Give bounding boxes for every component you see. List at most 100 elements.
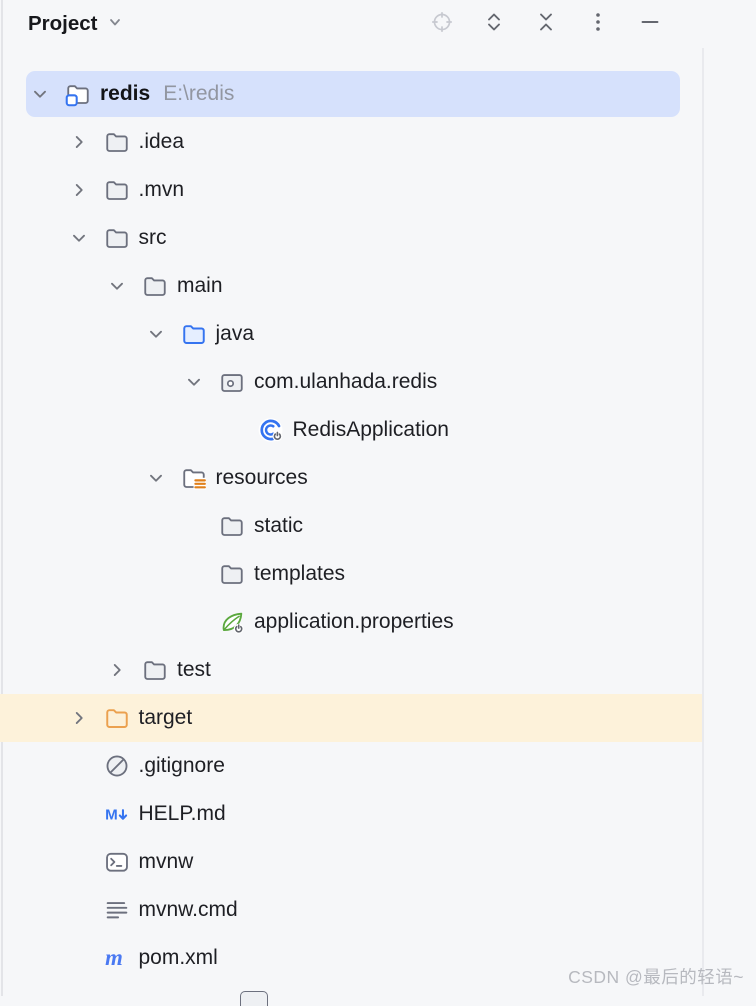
tree-row-mvnw-cmd[interactable]: mvnw.cmd <box>0 886 756 934</box>
more-options-button[interactable] <box>586 12 610 36</box>
text-file-icon <box>104 897 130 923</box>
chevron-right-icon[interactable] <box>68 131 90 153</box>
terminal-file-icon <box>104 849 130 875</box>
tree-item-label: .gitignore <box>138 754 225 777</box>
tree-row-templates[interactable]: templates <box>0 550 756 598</box>
project-folder-icon <box>65 81 91 107</box>
watermark: CSDN @最后的轻语~ <box>568 967 744 987</box>
tree-row-mvnw[interactable]: mvnw <box>0 838 756 886</box>
chevron-placeholder <box>222 419 244 441</box>
tree-row-redis[interactable]: redis E:\redis <box>0 70 756 118</box>
folder-icon <box>104 225 130 251</box>
panel-title: Project <box>28 12 98 35</box>
svg-text:m: m <box>105 945 123 970</box>
tree-row-com-ulanhada-redis[interactable]: com.ulanhada.redis <box>0 358 756 406</box>
kebab-menu-icon <box>586 10 610 39</box>
markdown-file-icon: M <box>104 801 130 827</box>
excluded-folder-icon <box>104 705 130 731</box>
folder-icon <box>104 177 130 203</box>
tree-row-application-properties[interactable]: application.properties <box>0 598 756 646</box>
tree-item-label: resources <box>215 466 308 489</box>
svg-text:M: M <box>105 806 118 823</box>
tree-row-main[interactable]: main <box>0 262 756 310</box>
chevron-placeholder <box>183 611 205 633</box>
project-file-tree: redis E:\redis .idea .mvn src main java com.ula… <box>0 70 756 982</box>
chevron-down-icon <box>106 13 124 36</box>
tree-item-label: application.properties <box>254 610 454 633</box>
project-toolwindow-header: Project <box>0 0 756 48</box>
tree-item-label: RedisApplication <box>292 418 449 441</box>
tree-row--mvn[interactable]: .mvn <box>0 166 756 214</box>
chevron-down-icon[interactable] <box>29 83 51 105</box>
chevron-right-icon[interactable] <box>106 659 128 681</box>
tree-item-label: redis <box>100 82 151 105</box>
tree-row-src[interactable]: src <box>0 214 756 262</box>
tree-item-path-suffix: E:\redis <box>163 82 235 105</box>
package-icon <box>219 369 245 395</box>
chevron-placeholder <box>68 899 90 921</box>
folder-icon <box>104 129 130 155</box>
tree-item-label: target <box>138 706 193 729</box>
hide-panel-button[interactable] <box>638 12 662 36</box>
tree-item-label: src <box>138 226 167 249</box>
tree-row-test[interactable]: test <box>0 646 756 694</box>
expand-all-icon <box>482 10 506 39</box>
tree-row--gitignore[interactable]: .gitignore <box>0 742 756 790</box>
chevron-right-icon[interactable] <box>68 707 90 729</box>
tree-item-label: java <box>215 322 255 345</box>
tree-item-label: main <box>177 274 223 297</box>
select-opened-file-button[interactable] <box>430 10 454 39</box>
tree-row-java[interactable]: java <box>0 310 756 358</box>
chevron-right-icon[interactable] <box>68 179 90 201</box>
folder-icon <box>219 561 245 587</box>
tree-row-resources[interactable]: resources <box>0 454 756 502</box>
sources-folder-icon <box>181 321 207 347</box>
expand-all-button[interactable] <box>482 12 506 36</box>
tree-item-label: HELP.md <box>138 802 226 825</box>
minimize-icon <box>638 10 662 39</box>
project-view-selector[interactable]: Project <box>28 12 124 36</box>
tree-row--idea[interactable]: .idea <box>0 118 756 166</box>
tree-row-help-md[interactable]: M HELP.md <box>0 790 756 838</box>
tree-item-label: .mvn <box>138 178 185 201</box>
chevron-down-icon[interactable] <box>145 467 167 489</box>
tree-item-label: .idea <box>138 130 185 153</box>
chevron-placeholder <box>183 515 205 537</box>
chevron-placeholder <box>68 851 90 873</box>
chevron-placeholder <box>68 755 90 777</box>
collapse-all-icon <box>534 10 558 39</box>
chevron-placeholder <box>68 803 90 825</box>
tree-row-static[interactable]: static <box>0 502 756 550</box>
chevron-down-icon[interactable] <box>106 275 128 297</box>
collapse-all-button[interactable] <box>534 12 558 36</box>
folder-icon <box>142 273 168 299</box>
resources-folder-icon <box>181 465 207 491</box>
chevron-placeholder <box>68 947 90 969</box>
tree-item-label: com.ulanhada.redis <box>254 370 438 393</box>
locate-target-icon <box>430 10 454 39</box>
folder-icon <box>219 513 245 539</box>
folder-icon <box>142 657 168 683</box>
tree-row-pom-xml[interactable]: m pom.xml <box>0 934 756 982</box>
window-left-border <box>1 0 3 996</box>
ignored-file-icon <box>104 753 130 779</box>
spring-config-icon <box>219 609 245 635</box>
tree-row-redisapplication[interactable]: RedisApplication <box>0 406 756 454</box>
maven-file-icon: m <box>104 945 130 971</box>
header-actions <box>430 0 662 48</box>
tree-item-label: mvnw <box>138 850 194 873</box>
tree-row-target[interactable]: target <box>0 694 756 742</box>
chevron-down-icon[interactable] <box>183 371 205 393</box>
tree-item-label: pom.xml <box>138 946 218 969</box>
partially-visible-item-icon <box>240 991 268 1006</box>
tree-item-label: mvnw.cmd <box>138 898 238 921</box>
chevron-down-icon[interactable] <box>68 227 90 249</box>
selection-highlight <box>26 71 680 117</box>
chevron-down-icon[interactable] <box>145 323 167 345</box>
tree-item-label: templates <box>254 562 346 585</box>
tree-item-label: test <box>177 658 211 681</box>
tree-item-label: static <box>254 514 304 537</box>
spring-boot-class-icon <box>258 417 284 443</box>
panel-divider[interactable] <box>702 48 704 996</box>
chevron-placeholder <box>183 563 205 585</box>
